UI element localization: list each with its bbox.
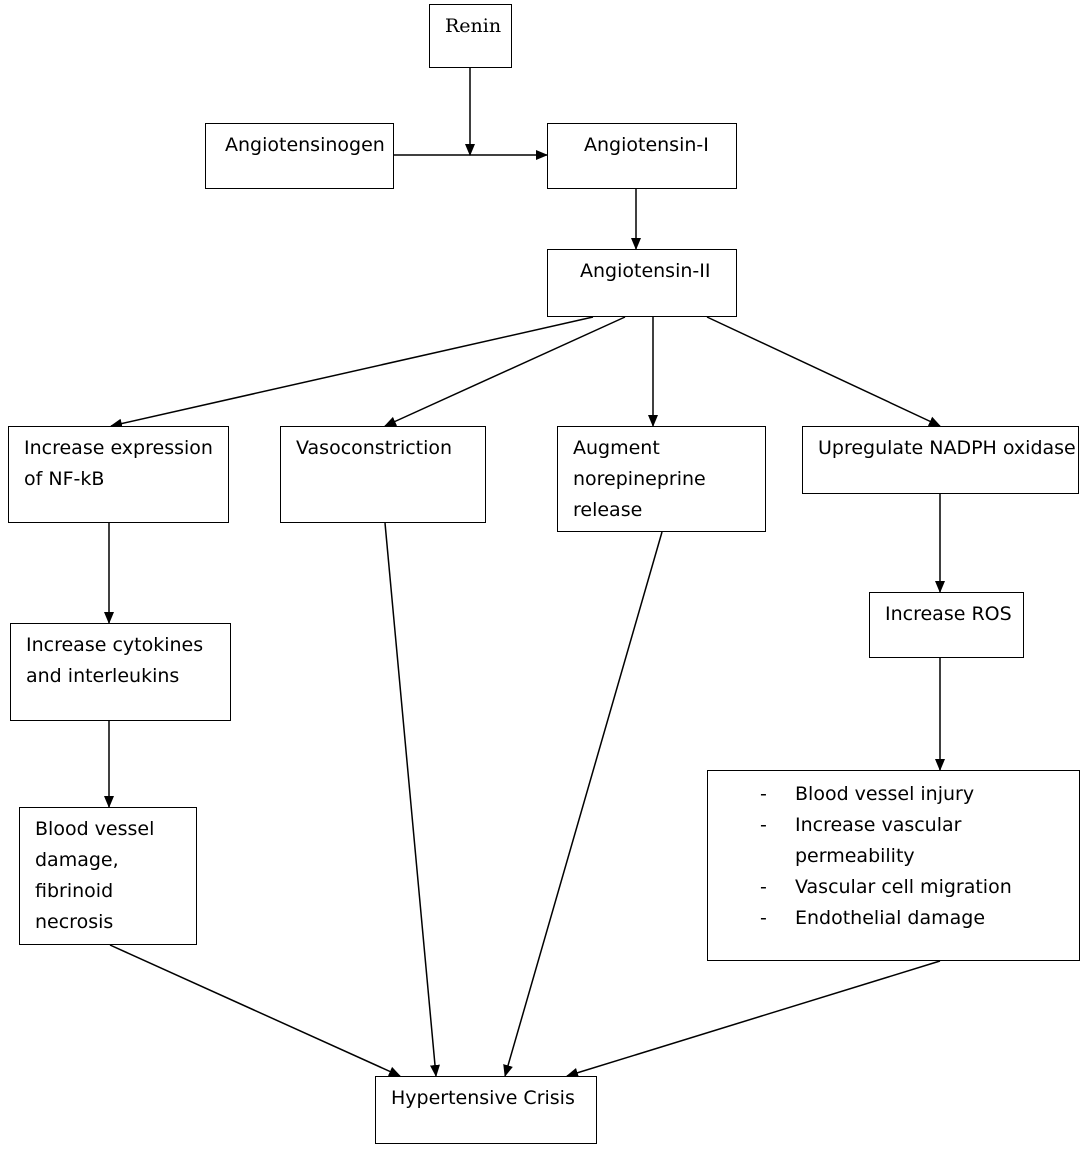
norepinephrine-label-line-1: Augment	[573, 437, 660, 459]
vasoconstriction-label: Vasoconstriction	[296, 437, 453, 459]
angiotensin-2-label: Angiotensin-II	[580, 260, 711, 282]
arrow-angiotensin-2-to-nfkb	[110, 316, 594, 429]
bullet-dash: -	[760, 814, 767, 836]
ros-effect-text-continued: permeability	[795, 845, 915, 867]
renin-label: Renin	[445, 15, 502, 37]
angiotensinogen-box: Angiotensinogen	[205, 123, 394, 189]
angiotensin-1-box: Angiotensin-I	[547, 123, 737, 189]
bullet-dash: -	[760, 907, 767, 929]
arrow-vasoconstriction-to-crisis	[384, 522, 440, 1077]
norepinephrine-label-line-3: release	[573, 499, 643, 521]
ros-effects-box: - Blood vessel injury - Increase vascula…	[707, 770, 1080, 961]
ros-effect-item: - Vascular cell migration	[708, 872, 1065, 903]
cytokines-label-line-1: Increase cytokines	[26, 634, 204, 656]
nfkb-box: Increase expression of NF-kB	[8, 426, 229, 523]
vessel-damage-box: Blood vessel damage, fibrinoid necrosis	[19, 807, 197, 945]
nadph-label: Upregulate NADPH oxidase	[818, 437, 1076, 459]
ros-effect-item: - Increase vascular permeability	[708, 810, 1065, 872]
vessel-damage-label-line-1: Blood vessel	[35, 818, 155, 840]
norepinephrine-box: Augment norepineprine release	[557, 426, 766, 532]
bullet-dash: -	[760, 876, 767, 898]
vessel-damage-label-line-4: necrosis	[35, 911, 114, 933]
vessel-damage-label-line-2: damage,	[35, 849, 119, 871]
crisis-label: Hypertensive Crisis	[391, 1087, 575, 1109]
crisis-box: Hypertensive Crisis	[375, 1076, 597, 1144]
arrow-ros-effects-to-crisis	[566, 960, 941, 1078]
ros-effect-text: Blood vessel injury	[795, 783, 975, 805]
nfkb-label-line-1: Increase expression	[24, 437, 213, 459]
ros-label: Increase ROS	[885, 603, 1012, 625]
cytokines-label-line-2: and interleukins	[26, 665, 180, 687]
ros-effect-text: Increase vascular	[795, 814, 962, 836]
arrow-vessel-damage-to-crisis	[109, 944, 401, 1077]
arrow-angiotensin-2-to-nadph	[706, 316, 941, 427]
angiotensinogen-label: Angiotensinogen	[225, 134, 385, 156]
bullet-dash: -	[760, 783, 767, 805]
nfkb-label-line-2: of NF-kB	[24, 468, 105, 490]
ros-box: Increase ROS	[869, 592, 1024, 658]
ros-effect-text: Endothelial damage	[795, 907, 986, 929]
ros-effect-text: Vascular cell migration	[795, 876, 1012, 898]
angiotensin-1-label: Angiotensin-I	[584, 134, 709, 156]
arrow-norepinephrine-to-crisis	[503, 531, 663, 1077]
cytokines-box: Increase cytokines and interleukins	[10, 623, 231, 721]
norepinephrine-label-line-2: norepineprine	[573, 468, 706, 490]
nadph-box: Upregulate NADPH oxidase	[802, 426, 1079, 494]
ros-effect-item: - Endothelial damage	[708, 903, 1065, 934]
angiotensin-2-box: Angiotensin-II	[547, 249, 737, 317]
renin-box: Renin	[429, 4, 512, 68]
vasoconstriction-box: Vasoconstriction	[280, 426, 486, 523]
vessel-damage-label-line-3: fibrinoid	[35, 880, 114, 902]
ros-effect-item: - Blood vessel injury	[708, 779, 1065, 810]
arrow-angiotensin-2-to-vasoconstriction	[384, 316, 626, 427]
